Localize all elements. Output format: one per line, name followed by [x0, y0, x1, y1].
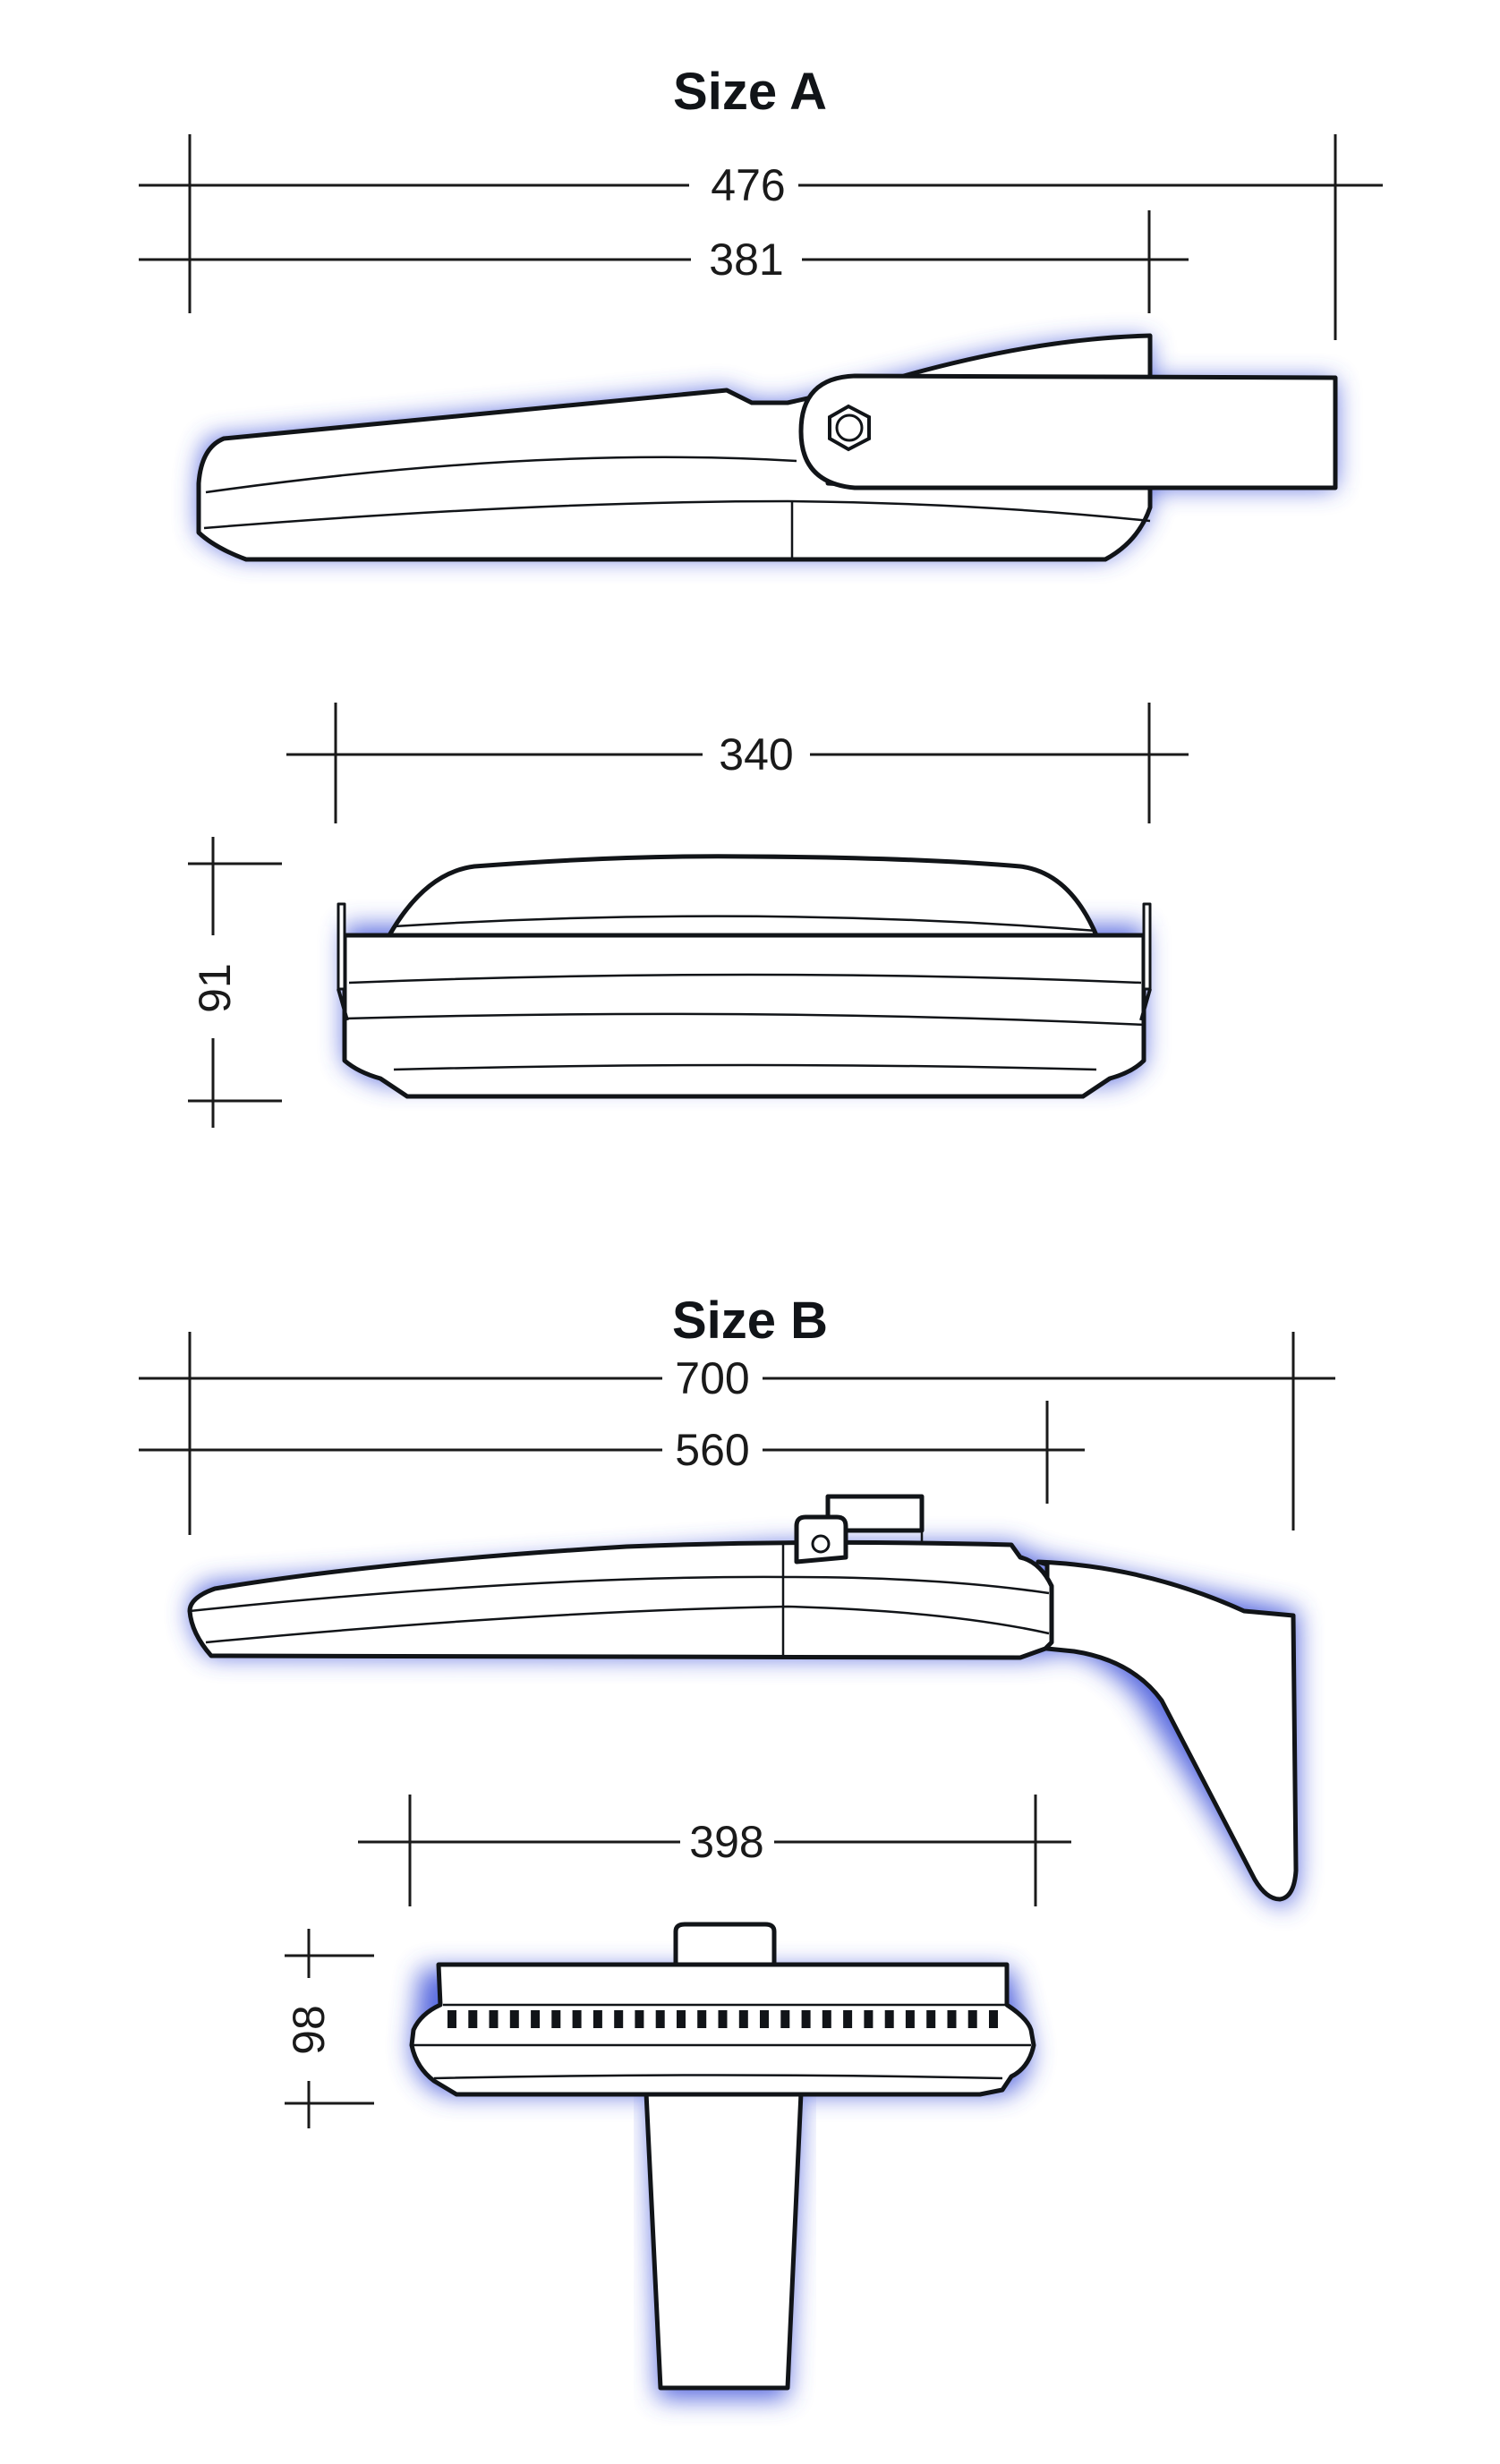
size-a-side-view — [196, 333, 1338, 562]
lens-rib — [468, 2010, 478, 2028]
size-b-width-label: 398 — [689, 1817, 763, 1867]
lens-rib — [905, 2010, 915, 2028]
size-b-height-dimension: 98 — [284, 1929, 374, 2128]
lens-rib — [635, 2010, 644, 2028]
lens-rib — [447, 2010, 456, 2028]
lens-rib — [801, 2010, 811, 2028]
size-a-body-length-dimension: 381 — [139, 210, 1189, 313]
size-b-title: Size B — [672, 1292, 828, 1350]
size-a-overall-length-label: 476 — [711, 160, 785, 210]
lens-rib — [967, 2010, 977, 2028]
lens-rib — [592, 2010, 602, 2028]
lens-rib — [509, 2010, 519, 2028]
lens-rib — [760, 2010, 769, 2028]
lens-rib — [864, 2010, 874, 2028]
lens-rib — [718, 2010, 728, 2028]
lens-rib — [572, 2010, 582, 2028]
size-b-width-dimension: 398 — [358, 1795, 1071, 1906]
size-a-width-dimension: 340 — [286, 703, 1189, 823]
lens-rib — [884, 2010, 894, 2028]
lens-rib — [947, 2010, 957, 2028]
lens-rib — [989, 2010, 998, 2028]
size-a-overall-length-dimension: 476 — [139, 134, 1383, 340]
size-b-overall-length-label: 700 — [675, 1353, 749, 1403]
size-a-body-length-label: 381 — [709, 234, 783, 285]
lens-rib — [843, 2010, 853, 2028]
size-b-body-length-label: 560 — [675, 1425, 749, 1475]
size-a-title: Size A — [673, 63, 827, 121]
size-b-lens-ribs — [447, 2010, 998, 2028]
lens-rib — [489, 2010, 499, 2028]
lens-rib — [655, 2010, 665, 2028]
size-b-section: Size B 700 560 — [139, 1292, 1335, 2399]
size-a-height-dimension: 91 — [188, 837, 282, 1128]
size-a-width-label: 340 — [719, 729, 793, 780]
lens-rib — [531, 2010, 541, 2028]
size-a-front-view — [337, 854, 1152, 1099]
lens-rib — [697, 2010, 707, 2028]
lens-rib — [822, 2010, 831, 2028]
size-b-front-view — [409, 1922, 1036, 2399]
size-b-body-length-dimension: 560 — [139, 1401, 1085, 1504]
size-a-height-label: 91 — [190, 963, 240, 1013]
size-a-section: Size A 476 381 — [139, 63, 1383, 1128]
size-b-side-view — [187, 1494, 1299, 1906]
size-b-height-label: 98 — [284, 2005, 334, 2055]
lens-rib — [677, 2010, 686, 2028]
lens-rib — [780, 2010, 790, 2028]
lens-rib — [738, 2010, 748, 2028]
lens-rib — [926, 2010, 936, 2028]
lens-rib — [551, 2010, 561, 2028]
lens-rib — [614, 2010, 624, 2028]
size-b-overall-length-dimension: 700 — [139, 1332, 1335, 1535]
